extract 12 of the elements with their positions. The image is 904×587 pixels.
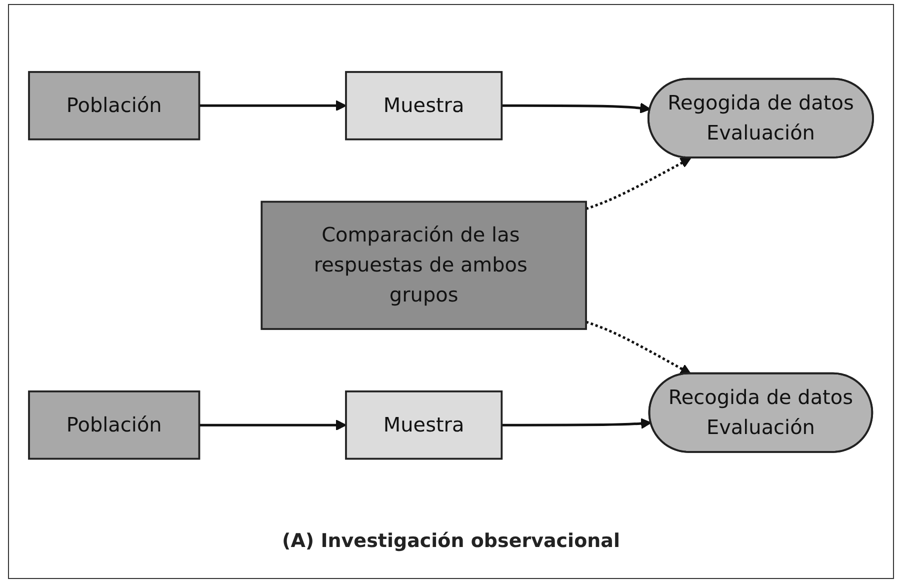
node-box: Muestra (345, 70, 503, 140)
node-box: Comparación de las respuestas de ambos grupos (260, 200, 587, 330)
arrow (586, 157, 692, 210)
arrow (199, 419, 346, 430)
node-box: Muestra (345, 390, 503, 460)
node-box: Población (28, 390, 200, 460)
arrow (586, 320, 692, 374)
node-box: Población (28, 70, 200, 140)
arrow (199, 100, 346, 111)
arrow (502, 102, 651, 114)
caption: (A) Investigación observacional (282, 530, 620, 552)
arrow (502, 418, 652, 429)
